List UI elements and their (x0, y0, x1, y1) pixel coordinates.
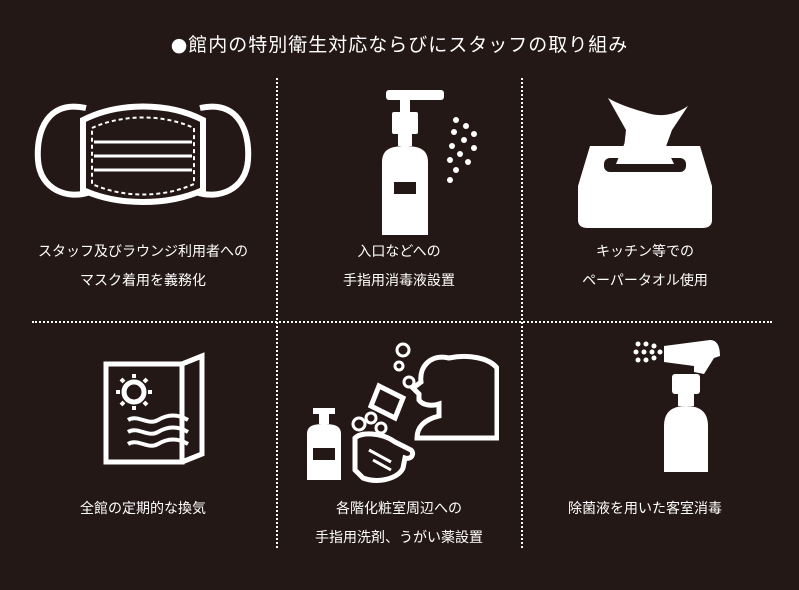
item-caption: 各階化粧室周辺への 手指用洗剤、うがい薬設置 (266, 495, 532, 553)
item-caption: 入口などへの 手指用消毒液設置 (266, 238, 532, 296)
caption-line-1: 全館の定期的な換気 (80, 501, 206, 517)
divider-vertical-1 (276, 78, 278, 548)
caption-line-1: スタッフ及びラウンジ利用者への (38, 244, 248, 260)
item-mask: スタッフ及びラウンジ利用者への マスク着用を義務化 (10, 80, 276, 315)
pump-bottle-icon (266, 90, 532, 235)
caption-line-2: マスク着用を義務化 (80, 273, 206, 289)
item-pump-bottle: 入口などへの 手指用消毒液設置 (266, 80, 532, 315)
item-caption: キッチン等での ペーパータオル使用 (512, 238, 778, 296)
item-caption: スタッフ及びラウンジ利用者への マスク着用を義務化 (10, 238, 276, 296)
caption-line-1: 入口などへの (357, 244, 441, 260)
caption-line-1: 各階化粧室周辺への (336, 501, 462, 517)
mask-icon (10, 90, 276, 220)
item-handwash-gargle: 各階化粧室周辺への 手指用洗剤、うがい薬設置 (266, 330, 532, 555)
item-ventilation: 全館の定期的な換気 (10, 330, 276, 555)
caption-line-2: ペーパータオル使用 (582, 273, 708, 289)
ventilation-icon (10, 350, 276, 480)
item-caption: 除菌液を用いた客室消毒 (512, 495, 778, 524)
item-spray-bottle: 除菌液を用いた客室消毒 (512, 330, 778, 555)
tissue-box-icon (512, 90, 778, 228)
item-caption: 全館の定期的な換気 (10, 495, 276, 524)
caption-line-1: 除菌液を用いた客室消毒 (568, 501, 722, 517)
caption-line-2: 手指用消毒液設置 (343, 273, 455, 289)
handwash-gargle-icon (266, 338, 532, 483)
item-tissue-box: キッチン等での ペーパータオル使用 (512, 80, 778, 315)
caption-line-2: 手指用洗剤、うがい薬設置 (315, 530, 483, 546)
caption-line-1: キッチン等での (596, 244, 694, 260)
divider-horizontal (32, 321, 772, 323)
spray-bottle-icon (512, 334, 778, 472)
divider-vertical-2 (521, 78, 523, 548)
page-title: ●館内の特別衛生対応ならびにスタッフの取り組み (170, 34, 629, 56)
